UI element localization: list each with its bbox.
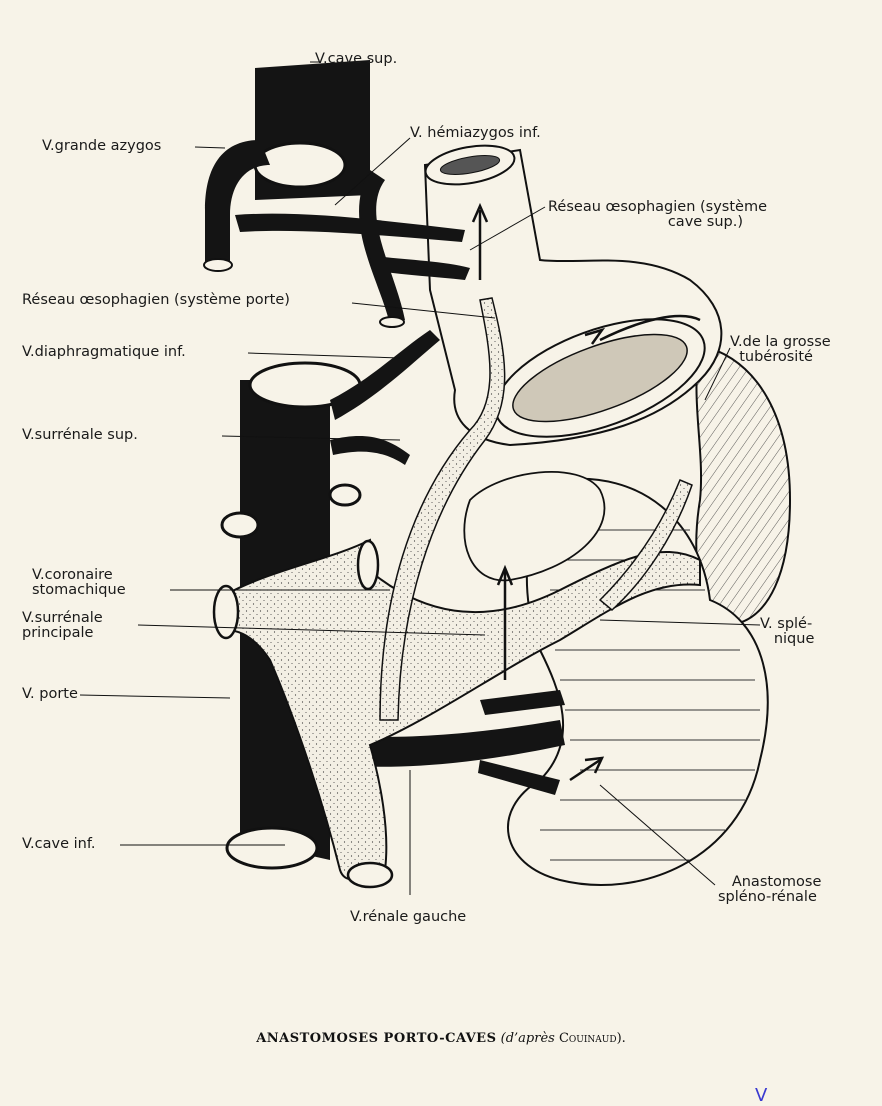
label-grosse-tuberosite: V.de la grosse tubérosité	[730, 335, 831, 365]
adrenal-vein-opening	[330, 485, 360, 505]
caption-ref-close: ).	[617, 1031, 626, 1046]
label-surrenale-principale: V.surrénale principale	[22, 611, 103, 641]
azygos-opening	[204, 259, 232, 271]
ivc-bottom-opening	[227, 828, 317, 868]
caption-author: Couinaud	[559, 1031, 617, 1046]
label-anastomose: Anastomose spléno-rénale	[718, 875, 821, 905]
label-reseau-porte: Réseau œsophagien (système porte)	[22, 293, 290, 308]
label-cave-inf: V.cave inf.	[22, 837, 96, 852]
caption-ref-open: (d’après	[501, 1031, 559, 1046]
label-cave-sup: V.cave sup.	[315, 52, 397, 67]
handwritten-mark: V	[755, 1085, 767, 1106]
figure-caption: ANASTOMOSES PORTO-CAVES (d’après Couinau…	[0, 1031, 882, 1046]
label-porte: V. porte	[22, 687, 78, 702]
label-hemiazygos: V. hémiazygos inf.	[410, 126, 541, 141]
hemiazygos-vein	[359, 170, 405, 325]
azygos-vein	[205, 140, 270, 265]
spleen-shape	[696, 345, 790, 625]
renal-vein-opening-right	[222, 513, 258, 537]
label-surrenale-sup: V.surrénale sup.	[22, 428, 138, 443]
label-coronaire: V.coronaire stomachique	[32, 568, 126, 598]
splenic-opening	[358, 541, 378, 589]
label-diaphragmatique: V.diaphragmatique inf.	[22, 345, 186, 360]
hemiazygos-opening	[380, 317, 404, 327]
portal-bottom-opening	[348, 863, 392, 887]
label-renale-gauche: V.rénale gauche	[350, 910, 466, 925]
caption-title: ANASTOMOSES PORTO-CAVES	[256, 1031, 496, 1046]
label-grande-azygos: V.grande azygos	[42, 139, 161, 154]
label-splenique: V. splé- nique	[760, 617, 814, 647]
label-reseau-cave: Réseau œsophagien (système cave sup.)	[548, 200, 767, 230]
portal-vein-opening	[214, 586, 238, 638]
